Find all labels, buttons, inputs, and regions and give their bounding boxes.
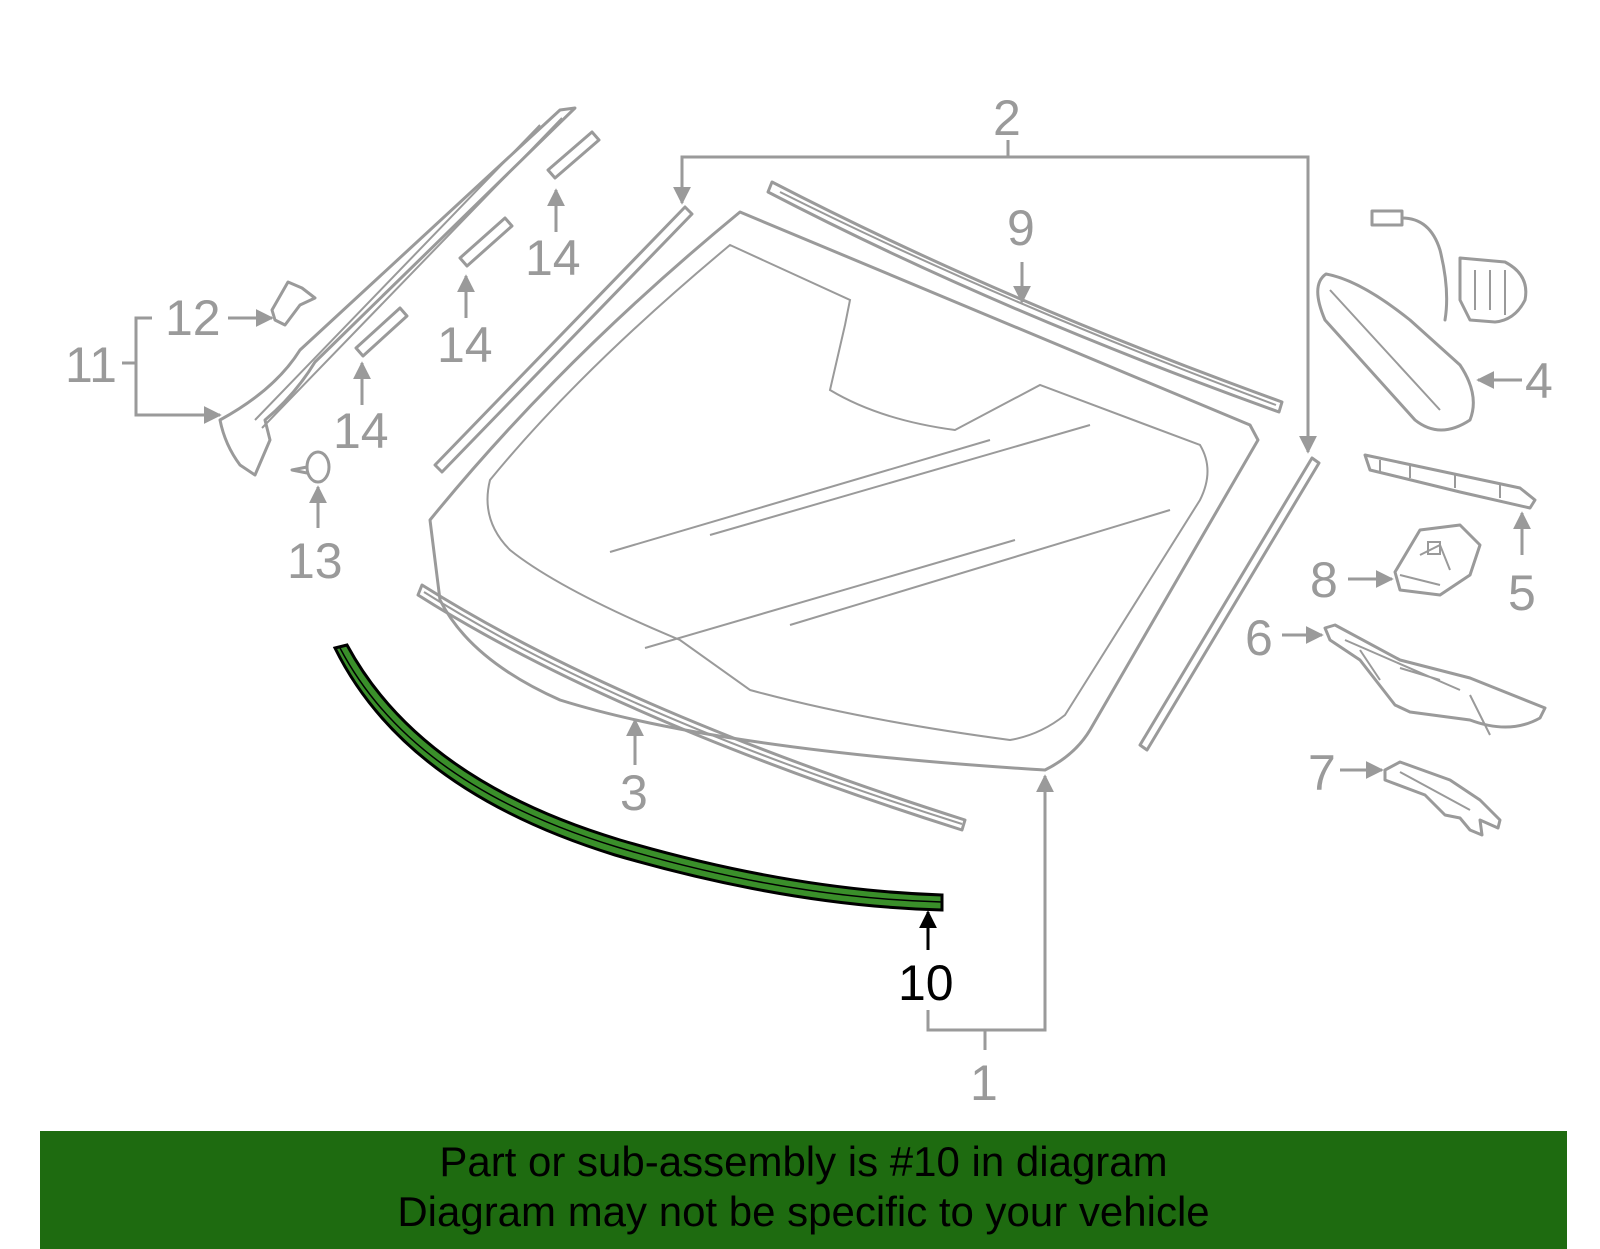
callout-6: 6	[1245, 610, 1273, 666]
spacer-14-b	[458, 216, 514, 268]
callout-14-b: 14	[437, 317, 493, 373]
callout-14-c: 14	[333, 403, 389, 459]
callout-9: 9	[1007, 200, 1035, 256]
callout-5: 5	[1508, 565, 1536, 621]
windshield-glass	[428, 210, 1260, 772]
cover-6	[1323, 623, 1547, 736]
leader-1	[926, 774, 1054, 1050]
part-info-banner: Part or sub-assembly is #10 in diagram D…	[40, 1131, 1567, 1249]
side-molding-right	[1138, 456, 1321, 752]
a-pillar-trim	[218, 106, 577, 477]
banner-part-note: Part or sub-assembly is #10 in diagram	[439, 1138, 1168, 1185]
sensor-8	[1393, 523, 1482, 597]
callout-10: 10	[898, 955, 954, 1011]
callout-2: 2	[993, 90, 1021, 146]
spacer-14-a	[546, 130, 601, 180]
rearview-mirror	[1316, 209, 1528, 432]
fastener-13	[290, 450, 331, 484]
callout-3: 3	[620, 765, 648, 821]
callout-13: 13	[287, 533, 343, 589]
cover-5	[1363, 453, 1537, 510]
cowl-weatherstrip-highlighted	[332, 643, 944, 912]
side-molding-left	[433, 205, 694, 474]
leader-11	[122, 316, 222, 424]
callout-8: 8	[1310, 552, 1338, 608]
banner-disclaimer: Diagram may not be specific to your vehi…	[397, 1188, 1210, 1235]
callout-11: 11	[65, 337, 117, 393]
leader-2	[673, 140, 1317, 454]
callout-4: 4	[1525, 353, 1553, 409]
lower-molding	[416, 583, 967, 832]
callout-12: 12	[165, 290, 221, 346]
callout-1: 1	[970, 1055, 998, 1111]
callout-14-a: 14	[525, 230, 581, 286]
bracket-7	[1383, 760, 1502, 837]
spacer-14-c	[354, 306, 409, 358]
clip-12	[270, 280, 317, 327]
callout-7: 7	[1308, 745, 1336, 801]
